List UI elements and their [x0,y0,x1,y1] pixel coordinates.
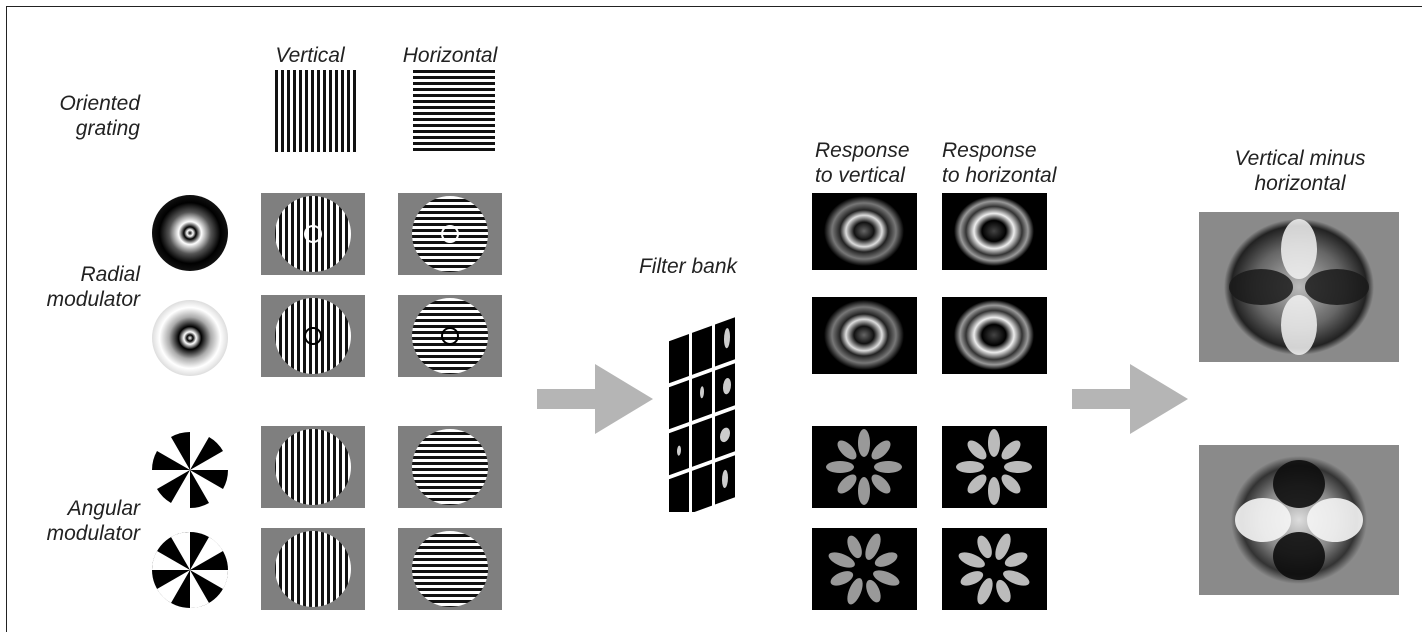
angular-line1: Angular [67,497,140,520]
response-horizontal-1 [942,193,1047,270]
difference-line2: horizontal [1254,172,1346,195]
response-vertical-label: Response to vertical [815,138,935,188]
difference-line1: Vertical minus [1234,147,1366,170]
oriented-line2: grating [75,117,140,140]
angular-modulator-1 [151,431,229,509]
response-horizontal-4 [942,528,1047,610]
figure-frame [6,6,1422,632]
difference-label: Vertical minus horizontal [1210,146,1390,196]
response-horizontal-2 [942,297,1047,374]
oriented-grating-label: Oriented grating [40,91,140,141]
arrow-to-filter-bank-icon [537,364,653,434]
col-horizontal-label: Horizontal [402,44,498,67]
difference-map-angular [1199,445,1399,595]
angular-modulator-label: Angular modulator [30,496,140,546]
radial-horizontal-stimulus-1 [398,193,502,275]
angular-modulator-2 [151,531,229,609]
radial-line2: modulator [46,288,140,311]
radial-modulator-2 [152,300,228,376]
radial-modulator-1 [152,195,228,271]
filter-bank-icon [667,314,737,512]
angular-horizontal-stimulus-1 [398,426,502,508]
col-vertical-label: Vertical [275,44,345,67]
response-horizontal-line2: to horizontal [942,164,1057,187]
response-horizontal-3 [942,426,1047,508]
angular-vertical-stimulus-1 [261,426,365,508]
horizontal-grating [413,70,495,152]
radial-vertical-stimulus-1 [261,193,365,275]
response-vertical-1 [812,193,917,270]
response-vertical-line1: Response [815,139,910,162]
radial-modulator-label: Radial modulator [30,262,140,312]
radial-horizontal-stimulus-2 [398,295,502,377]
response-horizontal-line1: Response [942,139,1037,162]
response-vertical-2 [812,297,917,374]
difference-map-radial [1199,212,1399,362]
radial-line1: Radial [80,263,140,286]
response-vertical-line2: to vertical [815,164,905,187]
radial-vertical-stimulus-2 [261,295,365,377]
angular-horizontal-stimulus-2 [398,528,502,610]
response-vertical-3 [812,426,917,508]
filter-bank-label: Filter bank [638,255,738,278]
angular-line2: modulator [46,522,140,545]
oriented-line1: Oriented [59,92,140,115]
response-vertical-4 [812,528,917,610]
angular-vertical-stimulus-2 [261,528,365,610]
response-horizontal-label: Response to horizontal [942,138,1072,188]
vertical-grating [275,70,357,152]
arrow-to-difference-icon [1072,364,1188,434]
